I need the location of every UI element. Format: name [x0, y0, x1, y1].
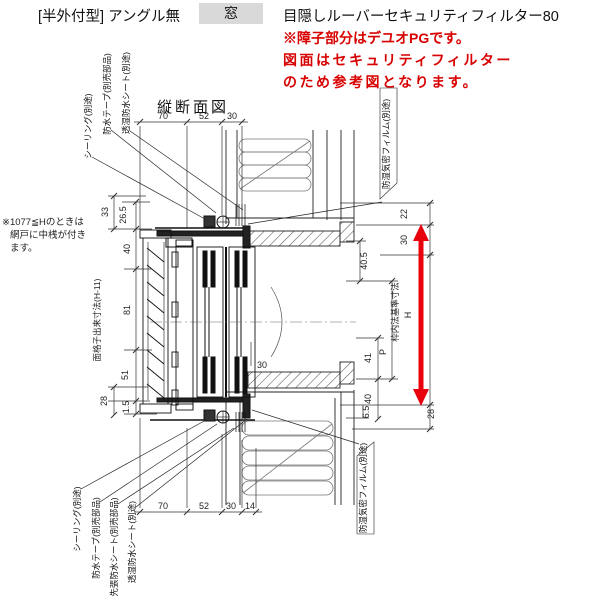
dim-left-26-5: 26.5	[118, 206, 128, 224]
callout-sheet-top: 透湿防水シート(別途)	[121, 52, 131, 134]
notice-line-1: ※障子部分はデユオPGです。	[283, 30, 470, 46]
dim-right-40: 40	[363, 394, 373, 404]
dim-sill-30: 30	[257, 360, 267, 370]
callout-pre-sheet-bottom: 先張防水シート(別売部品)	[109, 497, 119, 596]
product-title: 目隠しルーバーセキュリティフィルター80	[283, 9, 559, 25]
callout-sealing-top: シーリング(別途)	[83, 93, 93, 158]
dim-left-51: 51	[120, 370, 130, 380]
insulation-top	[238, 138, 312, 192]
notice-line-3: のため参考図となります。	[283, 74, 480, 90]
drawing-title: 縦断面図	[157, 99, 230, 116]
dim-bottom-3: 30	[226, 501, 236, 511]
callout-sheet-bottom: 透湿防水シート(別途)	[127, 501, 137, 583]
callout-leaders	[80, 87, 398, 535]
louver-grille	[139, 229, 194, 414]
dim-right-28: 28	[426, 409, 436, 419]
dimension-lines	[108, 118, 434, 516]
window-badge: 窓	[199, 3, 263, 24]
callout-tape-bottom: 防水テープ(別売部品)	[91, 497, 101, 579]
height-note-line2: 網戸に中桟が付き	[10, 230, 87, 241]
dim-bottom-4: 14	[245, 501, 255, 511]
dim-right-h: H	[403, 312, 413, 319]
callout-sealing-bottom: シーリング(別途)	[72, 486, 82, 551]
height-note-line1: ※1077≦Hのときは	[2, 217, 84, 228]
seal-block-top	[203, 215, 216, 228]
dim-right-30: 30	[399, 235, 409, 245]
sash-section	[150, 246, 356, 398]
h-dimension-arrow	[413, 224, 429, 406]
grille-dimension-label: 面格子出来寸法(H-11)	[92, 278, 102, 361]
dim-right-6-5: 6.5	[361, 406, 371, 419]
dim-top-3: 30	[227, 111, 237, 121]
dim-top-1: 70	[158, 111, 168, 121]
frame-top	[155, 204, 251, 249]
seal-block-bottom	[203, 409, 216, 422]
height-note: ※1077≦Hのときは 網戸に中桟が付き ます。	[2, 216, 107, 255]
dim-left-40: 40	[122, 244, 132, 254]
dim-left-28: 28	[99, 396, 109, 406]
callout-tape-top: 防水テープ(別売部品)	[102, 53, 112, 135]
dim-top-2: 52	[199, 111, 209, 121]
dim-right-41: 41	[363, 353, 373, 363]
height-note-line3: ます。	[10, 243, 38, 254]
callout-film-bottom: 防湿気密フィルム(別途)	[358, 443, 368, 533]
dim-left-1-5: 1.5	[121, 401, 131, 414]
notice-line-2: 図面はセキュリティフィルター	[283, 52, 513, 68]
dim-right-22: 22	[399, 209, 409, 219]
callout-film-top: 防湿気密フィルム(別途)	[381, 99, 391, 189]
frame-inner-dimension-label: 枠内法基準寸法	[390, 282, 400, 342]
callout-labels: シーリング(別途) 防水テープ(別売部品) 透湿防水シート(別途) 防湿気密フィ…	[72, 52, 391, 597]
dim-right-p: P	[378, 349, 388, 355]
frame-bottom	[150, 393, 255, 432]
window-type-label: [半外付型] アングル無	[38, 9, 181, 25]
dim-left-33: 33	[100, 207, 110, 217]
dim-bottom-1: 70	[158, 501, 168, 511]
dim-right-40-5: 40.5	[359, 252, 369, 270]
dim-bottom-2: 52	[199, 501, 209, 511]
dimension-labels: 70 52 30 70 52 30 14 33 28 26.5 40 81 51…	[92, 111, 436, 511]
dim-left-81: 81	[122, 305, 132, 315]
